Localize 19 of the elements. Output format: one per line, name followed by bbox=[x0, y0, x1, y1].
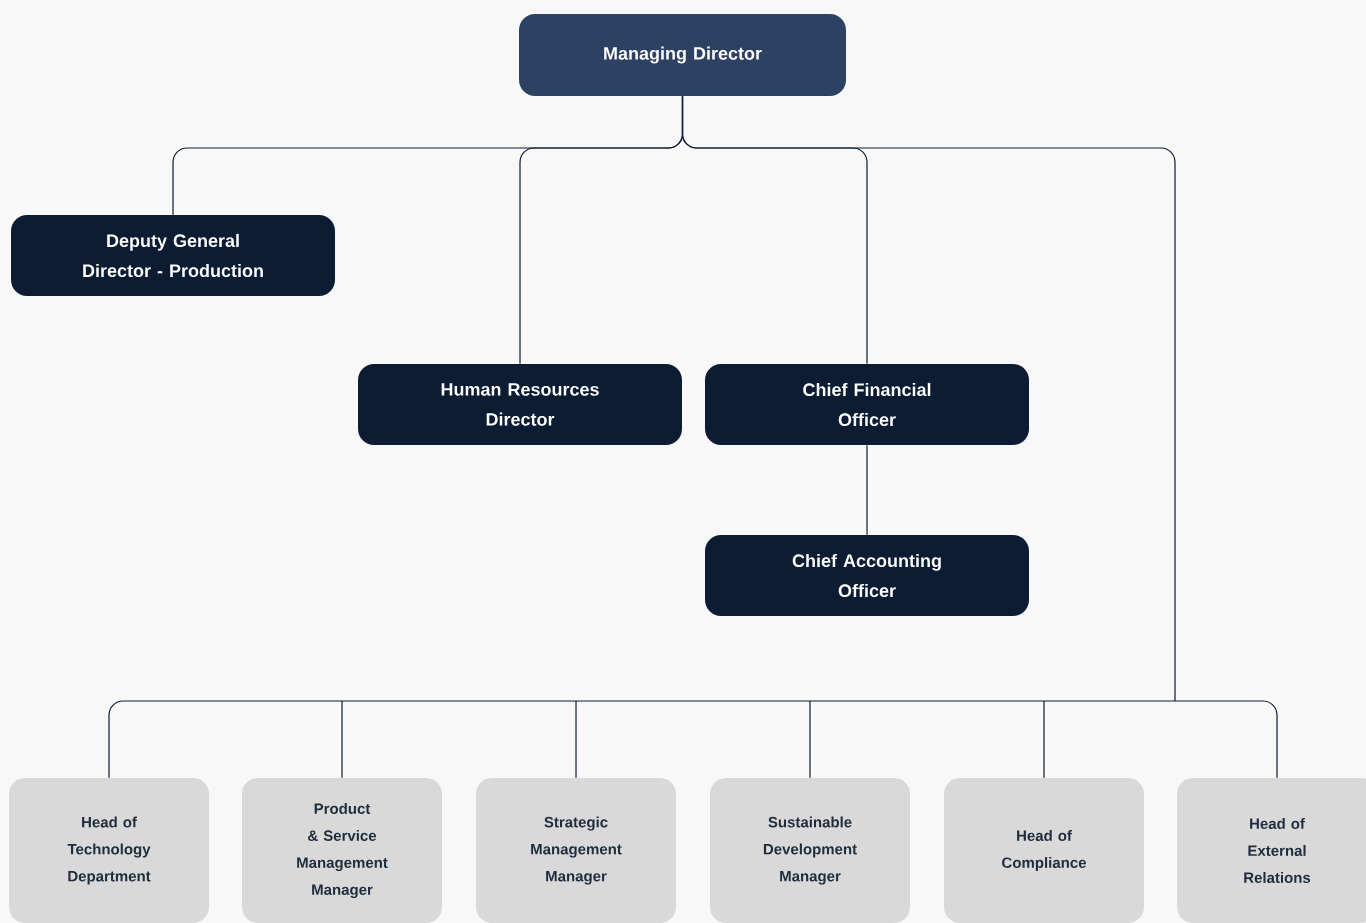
position-box: Managing Director bbox=[519, 14, 846, 96]
position-box: Chief Financial Officer bbox=[705, 364, 1029, 445]
connector-line bbox=[809, 700, 811, 779]
position-box: Head of Technology Department bbox=[9, 778, 209, 923]
position-box: Sustainable Development Manager bbox=[710, 778, 910, 923]
connector-line bbox=[1043, 700, 1045, 779]
connector-line bbox=[1259, 700, 1278, 779]
position-box: Chief Accounting Officer bbox=[705, 535, 1029, 616]
position-box: Human Resources Director bbox=[358, 364, 682, 445]
connector-line bbox=[866, 444, 868, 536]
position-box: Head of Compliance bbox=[944, 778, 1144, 923]
connector-line bbox=[341, 700, 343, 779]
connector-line bbox=[575, 700, 577, 779]
connector-line bbox=[681, 95, 868, 365]
position-box: Product & Service Management Manager bbox=[242, 778, 442, 923]
position-box: Deputy General Director - Production bbox=[11, 215, 335, 296]
position-box: Head of External Relations bbox=[1177, 778, 1366, 923]
position-box: Strategic Management Manager bbox=[476, 778, 676, 923]
connector-line bbox=[108, 700, 127, 779]
